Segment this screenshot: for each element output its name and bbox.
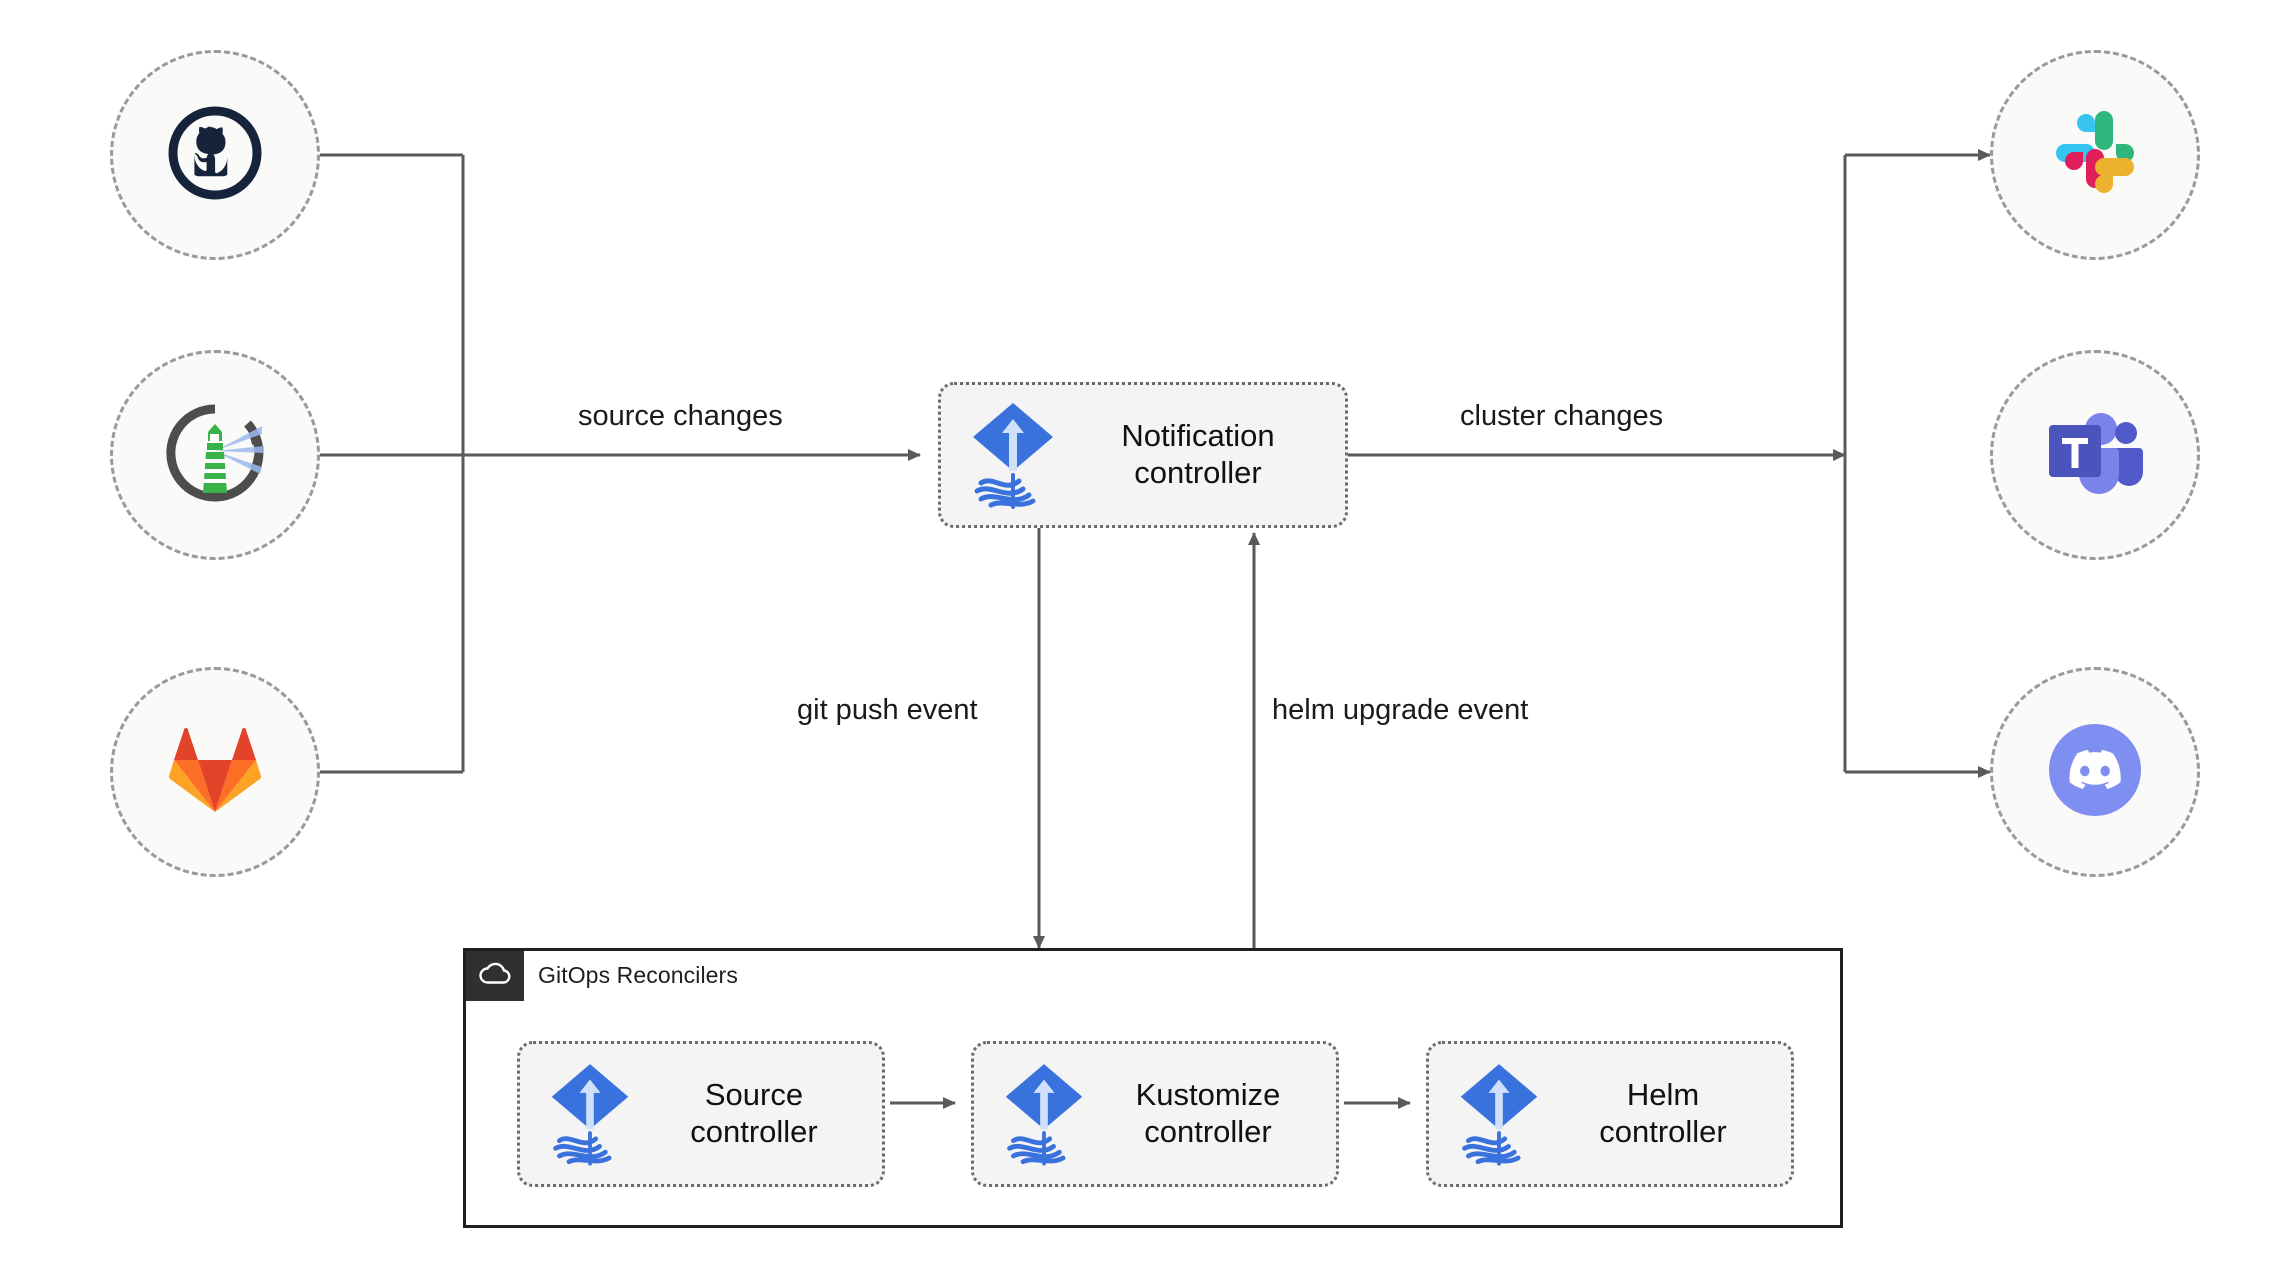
group-icon-tab (466, 951, 524, 1001)
discord-icon (2041, 716, 2149, 829)
flux-controller-icon (1455, 1058, 1543, 1171)
edge-label-cluster-changes: cluster changes (1460, 400, 1664, 432)
flux-controller-icon (967, 397, 1059, 514)
group-gitops-reconcilers: GitOps Reconcilers Source controller (463, 948, 1843, 1228)
cloud-icon (477, 961, 513, 992)
node-label-kustomize-controller: Kustomize controller (1135, 1077, 1281, 1149)
node-notification-controller[interactable]: Notification controller (938, 382, 1348, 528)
node-kustomize-controller[interactable]: Kustomize controller (971, 1041, 1339, 1187)
slack-icon (2047, 105, 2143, 206)
source-node-flux[interactable] (110, 350, 320, 560)
edge-label-git-push-event: git push event (797, 694, 978, 726)
gitlab-icon (167, 724, 263, 821)
target-node-slack[interactable] (1990, 50, 2200, 260)
edge-label-source-changes: source changes (578, 400, 783, 432)
edge-label-helm-upgrade-event: helm upgrade event (1272, 694, 1529, 726)
edge-sources-to-notification (310, 153, 921, 774)
flux-lighthouse-icon (163, 401, 267, 510)
group-title-label: GitOps Reconcilers (538, 962, 738, 988)
github-icon (166, 104, 264, 207)
source-node-github[interactable] (110, 50, 320, 260)
node-label-source-controller: Source controller (690, 1077, 818, 1149)
flux-controller-icon (546, 1058, 634, 1171)
target-node-discord[interactable] (1990, 667, 2200, 877)
node-label-notification-controller: Notification controller (1121, 418, 1275, 490)
flux-controller-icon (1000, 1058, 1088, 1171)
source-node-gitlab[interactable] (110, 667, 320, 877)
target-node-microsoft-teams[interactable] (1990, 350, 2200, 560)
edge-notification-to-targets (1348, 149, 1991, 778)
microsoft-teams-icon (2045, 408, 2145, 503)
node-label-helm-controller: Helm controller (1599, 1077, 1727, 1149)
node-source-controller[interactable]: Source controller (517, 1041, 885, 1187)
node-helm-controller[interactable]: Helm controller (1426, 1041, 1794, 1187)
